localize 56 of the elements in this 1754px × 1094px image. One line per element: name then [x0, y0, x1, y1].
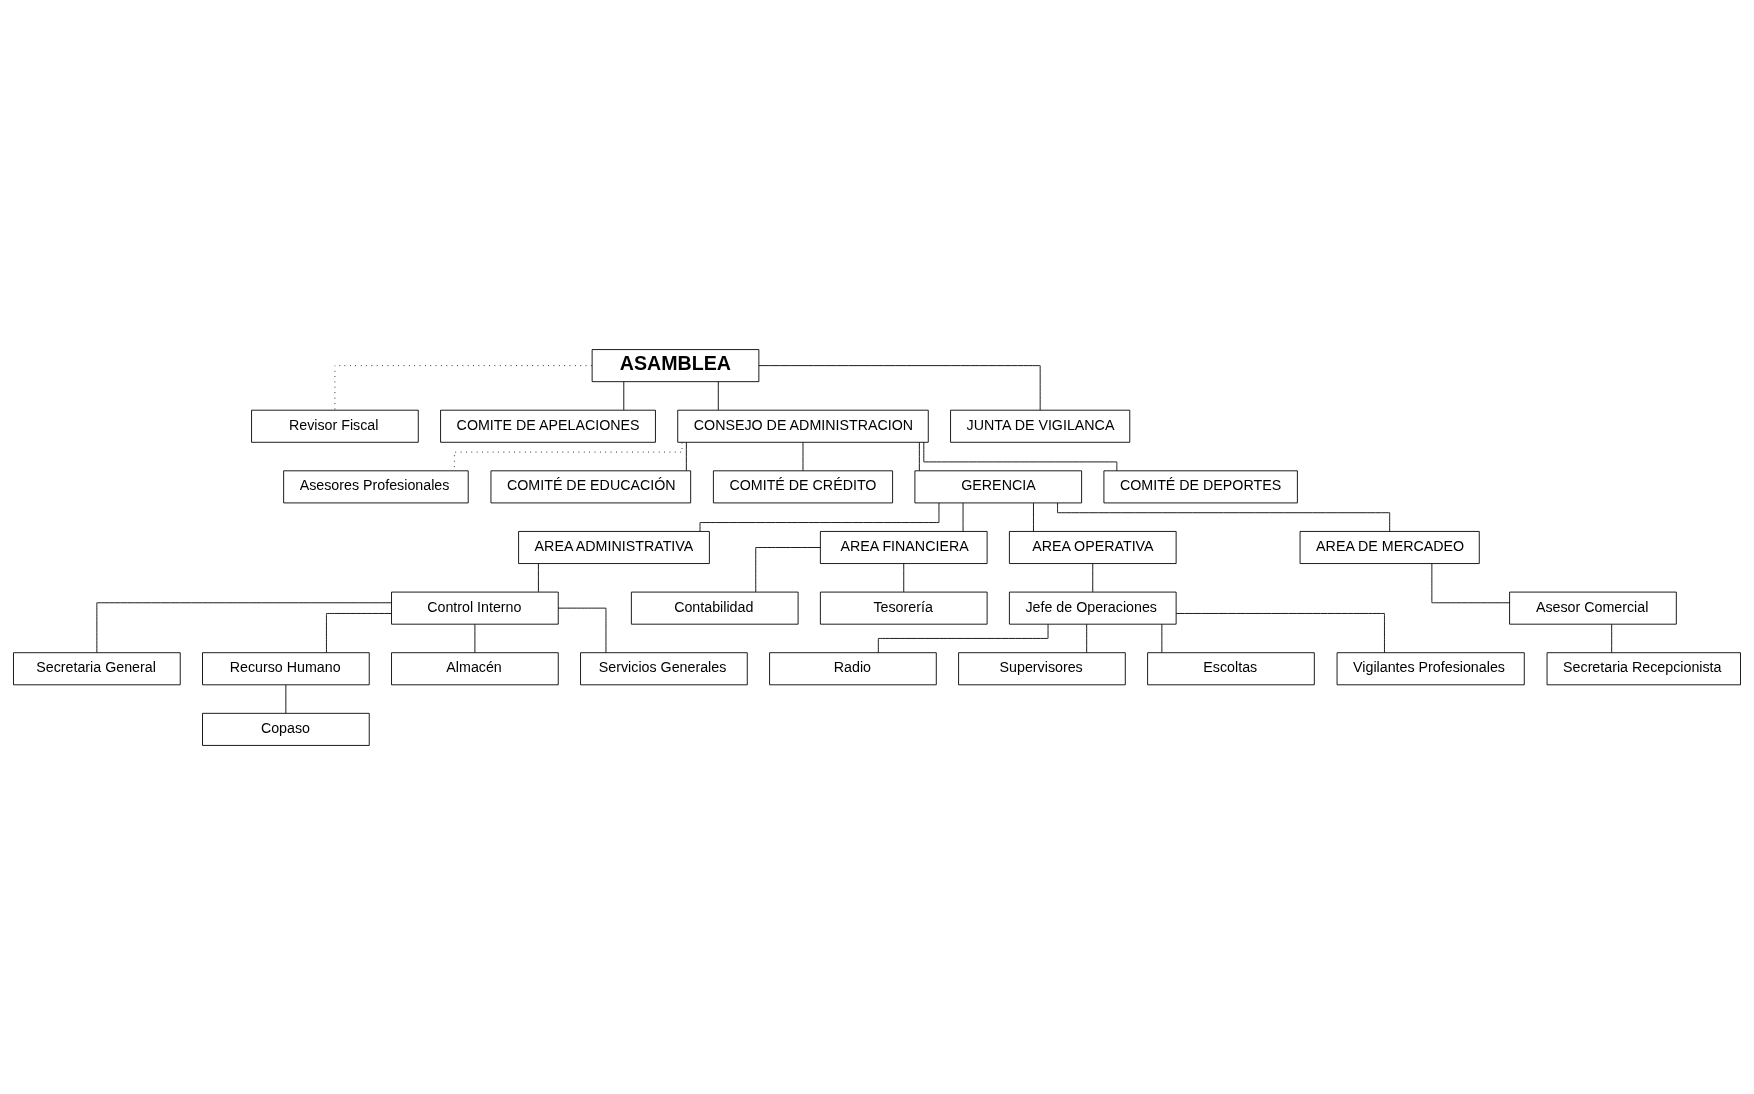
node-box: Control Interno	[391, 591, 559, 625]
node-box: ASAMBLEA	[591, 348, 760, 382]
connector	[1033, 502, 1034, 532]
connector	[758, 364, 1041, 410]
node-box: Asesores Profesionales	[283, 469, 469, 503]
node-box: Escoltas	[1147, 651, 1315, 685]
node-box: Vigilantes Profesionales	[1336, 651, 1525, 685]
node-box: COMITÉ DE CRÉDITO	[712, 469, 894, 503]
connector	[623, 380, 625, 410]
node-box: Jefe de Operaciones	[1008, 591, 1177, 625]
node-box: Copaso	[202, 712, 370, 746]
connector	[1611, 623, 1613, 653]
node-box: JUNTA DE VIGILANCA	[950, 409, 1131, 443]
connector	[685, 441, 687, 471]
connector	[962, 502, 964, 532]
connector	[557, 607, 607, 653]
connector	[474, 623, 476, 653]
node-box: Recurso Humano	[202, 651, 370, 685]
connector	[918, 441, 920, 471]
node-box: AREA DE MERCADEO	[1299, 530, 1480, 564]
connector	[717, 380, 719, 410]
node-box: Asesor Comercial	[1509, 591, 1677, 625]
node-box: Supervisores	[958, 651, 1126, 685]
connector	[1161, 623, 1163, 653]
connector	[699, 502, 940, 532]
connector	[755, 546, 821, 592]
connector	[537, 562, 539, 592]
node-box: Revisor Fiscal	[251, 409, 419, 443]
node-box: COMITE DE APELACIONES	[440, 409, 656, 443]
node-box: AREA OPERATIVA	[1008, 530, 1177, 564]
node-box: Radio	[769, 651, 937, 685]
connector	[1175, 612, 1385, 653]
node-box: GERENCIA	[914, 469, 1083, 503]
connector	[1092, 562, 1094, 592]
connector	[334, 364, 593, 410]
connector	[326, 612, 392, 653]
node-box: Contabilidad	[630, 591, 799, 625]
connector	[96, 601, 392, 653]
node-box: Secretaria Recepcionista	[1546, 651, 1741, 685]
node-box: AREA FINANCIERA	[819, 530, 988, 564]
connector	[923, 441, 1118, 471]
connector	[1086, 623, 1088, 653]
node-box: AREA ADMINISTRATIVA	[518, 530, 710, 564]
node-box: CONSEJO DE ADMINISTRACION	[677, 409, 929, 443]
node-box: Secretaria General	[13, 651, 181, 685]
connector	[285, 684, 287, 714]
node-box: COMITÉ DE EDUCACIÓN	[490, 469, 692, 503]
connector	[1431, 562, 1511, 603]
connector	[903, 562, 905, 592]
node-box: Servicios Generales	[580, 651, 748, 685]
node-box: Almacén	[391, 651, 559, 685]
node-box: COMITÉ DE DEPORTES	[1103, 469, 1298, 503]
connector	[453, 441, 683, 471]
connector	[802, 441, 804, 471]
node-box: Tesorería	[819, 591, 988, 625]
connector	[877, 623, 1049, 653]
